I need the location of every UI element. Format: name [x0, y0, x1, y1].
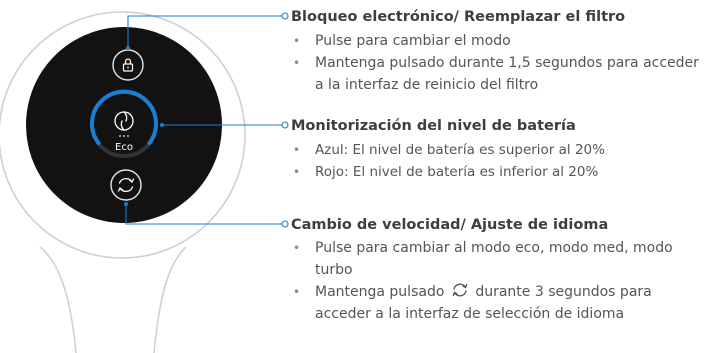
callout-endpoint-battery [281, 121, 289, 129]
callout-filter-bullet: Mantenga pulsado durante 1,5 segundos pa… [291, 52, 711, 96]
callout-endpoints [281, 12, 289, 228]
callout-speed-bullet-text-start: Mantenga pulsado [315, 284, 445, 300]
callout-speed-heading: Cambio de velocidad/ Ajuste de idioma [291, 217, 609, 233]
callout-lines [125, 15, 282, 225]
callout-filter-bullet: Pulse para cambiar el modo [291, 30, 711, 52]
callout-speed-bullets: Pulse para cambiar al modo eco, modo med… [291, 237, 711, 325]
device-body [39, 246, 187, 353]
callout-line-speed [125, 204, 282, 225]
callout-battery-heading: Monitorización del nivel de batería [291, 118, 576, 134]
battery-ring [90, 89, 158, 158]
speed-cycle-icon [117, 177, 135, 193]
lock-button[interactable] [112, 49, 144, 81]
callout-line-filter [127, 15, 282, 48]
screen-mode-label: Eco [115, 142, 133, 153]
mode-swirl-icon [114, 111, 134, 131]
callout-filter-heading: Bloqueo electrónico/ Reemplazar el filtr… [291, 9, 626, 25]
callout-speed: Cambio de velocidad/ Ajuste de idioma Pu… [291, 216, 711, 325]
callout-battery-bullet: Azul: El nivel de batería es superior al… [291, 139, 711, 161]
callout-endpoint-speed [281, 220, 289, 228]
device-screen [26, 27, 222, 223]
callout-battery-bullet: Rojo: El nivel de batería es inferior al… [291, 161, 711, 183]
callout-speed-bullet-text-end: durante 3 segundos para acceder a la int… [315, 284, 652, 322]
mode-dots [119, 135, 129, 137]
callout-filter: Bloqueo electrónico/ Reemplazar el filtr… [291, 8, 711, 96]
speed-button[interactable] [110, 169, 142, 201]
callout-battery-bullets: Azul: El nivel de batería es superior al… [291, 139, 711, 183]
callout-filter-bullets: Pulse para cambiar el modo Mantenga puls… [291, 30, 711, 96]
callout-speed-bullet: Mantenga pulsado durante 3 segundos para… [291, 281, 711, 325]
lock-icon [122, 58, 134, 72]
callout-battery: Monitorización del nivel de batería Azul… [291, 117, 711, 183]
cycle-icon [452, 283, 468, 297]
callout-endpoint-filter [281, 12, 289, 20]
callout-origin-dots [124, 46, 164, 206]
callout-speed-bullet: Pulse para cambiar al modo eco, modo med… [291, 237, 711, 281]
